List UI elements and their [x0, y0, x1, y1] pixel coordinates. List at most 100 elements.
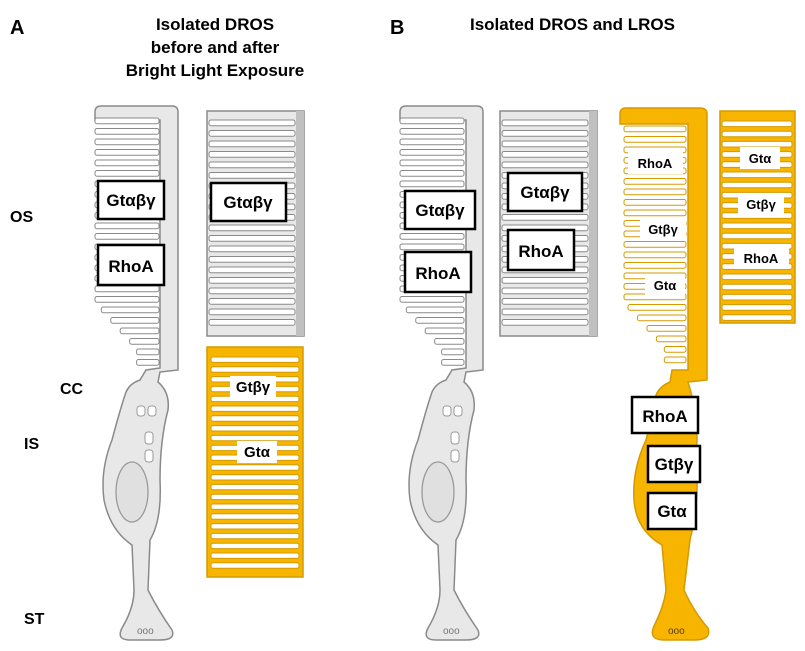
panel-a-dros-gtabg-label: Gtαβγ	[223, 193, 273, 212]
panel-b-isolated-lros: Gtα Gtβγ RhoA	[719, 110, 796, 324]
disc-membrane	[399, 159, 465, 167]
disc-membrane	[721, 293, 793, 301]
panel-a-isolated-dros: Gtαβγ	[206, 110, 305, 337]
disc-membrane	[94, 159, 160, 167]
disc-membrane	[208, 308, 296, 316]
disc-membrane	[405, 306, 465, 314]
disc-membrane	[208, 119, 296, 127]
disc-membrane	[94, 296, 160, 303]
panel-a-lros-gta-box	[237, 441, 277, 463]
disc-membrane	[721, 222, 793, 230]
panel-a-lros-gta-label: Gtα	[244, 444, 271, 461]
panel-b-title: Isolated DROS and LROS	[470, 15, 675, 34]
panel-b-lros-rhoa-label: RhoA	[744, 251, 779, 266]
disc-membrane	[501, 308, 589, 316]
disc-membrane	[501, 151, 589, 158]
disc-membrane	[208, 245, 296, 253]
panel-a-rod-gtabg-box	[96, 179, 166, 221]
disc-membrane	[210, 552, 300, 559]
panel-b-light-rod-rhoa-label: RhoA	[638, 156, 673, 171]
disc-membrane	[415, 317, 465, 324]
disc-membrane	[210, 503, 300, 510]
disc-membrane	[208, 224, 296, 232]
disc-membrane	[210, 434, 300, 442]
panel-b-dark-rod-mitochondrion	[442, 405, 452, 417]
disc-membrane	[501, 130, 589, 137]
disc-membrane	[208, 266, 296, 274]
disc-membrane	[501, 319, 589, 326]
panel-b-light-rod-gta-label: Gtα	[654, 278, 676, 293]
panel-a-rod-synaptic-vesicles: ooo	[137, 626, 154, 637]
panel-b-lros-gtbg-box	[738, 193, 784, 215]
panel-b-dark-rod-rhoa-box	[403, 250, 473, 294]
disc-membrane	[721, 130, 793, 138]
panel-b-light-rod-gta-box	[645, 274, 685, 296]
panel-b-is-gtbg-box	[646, 444, 702, 484]
panel-a-rod-outline	[94, 105, 179, 641]
disc-membrane	[210, 493, 300, 501]
disc-membrane	[623, 241, 687, 248]
panel-b-letter: B	[390, 17, 404, 39]
disc-membrane	[210, 356, 300, 363]
disc-membrane	[721, 283, 793, 291]
disc-membrane	[623, 209, 687, 217]
panel-b-dark-rod-mitochondrion	[453, 405, 463, 417]
disc-membrane	[208, 235, 296, 242]
panel-b-dark-rod-rhoa-label: RhoA	[415, 264, 460, 283]
disc-membrane	[399, 128, 465, 135]
disc-membrane	[210, 464, 300, 471]
panel-b-isolated-dros: Gtαβγ RhoA	[499, 110, 598, 337]
disc-membrane	[208, 319, 296, 326]
disc-membrane	[655, 335, 687, 343]
panel-b-is-gta-box	[646, 491, 698, 531]
disc-membrane	[136, 348, 160, 356]
disc-membrane	[94, 149, 160, 156]
panel-b-lros-rhoa-box	[734, 247, 789, 269]
panel-b-light-rod-rhoa-box	[628, 152, 683, 174]
disc-membrane	[119, 327, 160, 335]
panel-a-title-line-1: Isolated DROS	[156, 15, 274, 34]
disc-membrane	[721, 232, 793, 240]
disc-membrane	[721, 314, 793, 321]
panel-b-dark-rod-gtabg-label: Gtαβγ	[415, 201, 465, 220]
disc-membrane	[208, 256, 296, 263]
disc-membrane	[399, 296, 465, 303]
disc-membrane	[501, 161, 589, 169]
disc-membrane	[623, 188, 687, 196]
disc-membrane	[623, 125, 687, 133]
panel-a-dros-cilium	[296, 111, 304, 336]
panel-b-dros-rhoa-box	[506, 228, 576, 272]
region-label-os: OS	[10, 209, 33, 226]
region-label-st: ST	[24, 611, 45, 628]
region-label-cc: CC	[60, 381, 84, 398]
disc-membrane	[210, 542, 300, 550]
disc-membrane	[210, 425, 300, 432]
disc-membrane	[721, 171, 793, 179]
panel-b-is-gtbg-label: Gtβγ	[655, 455, 694, 474]
disc-membrane	[399, 233, 465, 240]
region-label-is: IS	[24, 436, 39, 453]
disc-membrane	[501, 287, 589, 295]
disc-membrane	[210, 532, 300, 540]
panel-b-dros-gtabg-label: Gtαβγ	[520, 183, 570, 202]
panel-b-dros-rhoa-label: RhoA	[518, 242, 563, 261]
disc-membrane	[441, 348, 465, 356]
disc-membrane	[501, 214, 589, 221]
disc-membrane	[94, 222, 160, 230]
panel-b-lros-gta-box	[740, 147, 780, 169]
panel-b-dros-gtabg-box	[506, 171, 584, 213]
disc-membrane	[399, 180, 465, 188]
disc-membrane	[721, 140, 793, 148]
disc-membrane	[501, 140, 589, 148]
panel-b-dark-rod-mitochondrion	[450, 449, 460, 463]
disc-membrane	[721, 181, 793, 189]
panel-b-dark-rod-mitochondrion	[450, 431, 460, 445]
disc-membrane	[210, 405, 300, 412]
panel-a-dros-gtabg-box	[209, 181, 288, 223]
disc-membrane	[94, 285, 160, 293]
disc-membrane	[646, 325, 687, 332]
panel-a-title-line-2: before and after	[151, 38, 280, 57]
disc-membrane	[663, 346, 687, 353]
disc-membrane	[721, 273, 793, 281]
